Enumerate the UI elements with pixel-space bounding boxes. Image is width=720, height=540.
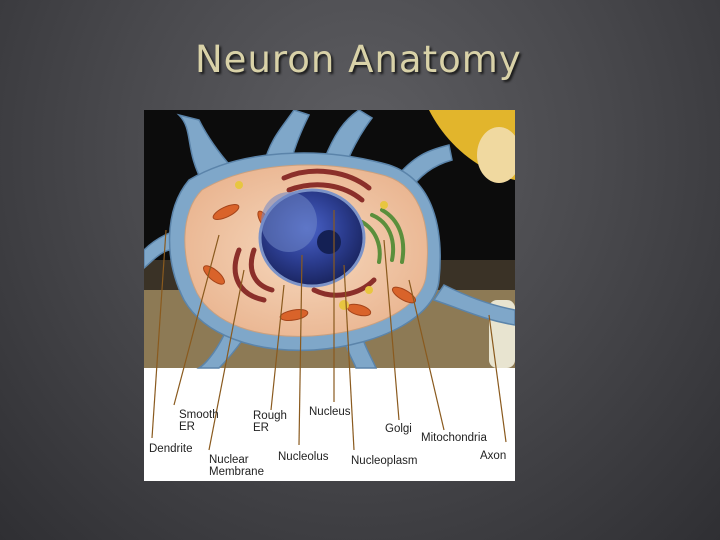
slide-title: Neuron Anatomy (195, 38, 522, 81)
label-mitochondria: Mitochondria (421, 432, 487, 444)
golgi-apparatus (360, 208, 406, 264)
nuclear-membrane-cutaway (261, 192, 317, 252)
label-rough-er: Rough ER (253, 410, 287, 434)
label-axon: Axon (480, 450, 507, 462)
label-golgi: Golgi (385, 423, 412, 435)
label-nucleus: Nucleus (309, 406, 351, 418)
background-object-slice (477, 127, 515, 183)
nucleolus (317, 230, 341, 254)
label-dendrite: Dendrite (149, 443, 193, 455)
leader-lines (151, 210, 507, 451)
vesicles (235, 181, 388, 310)
label-smooth-er: Smooth ER (179, 409, 219, 433)
label-nucleoplasm: Nucleoplasm (351, 455, 418, 467)
label-nucleolus: Nucleolus (278, 451, 329, 463)
label-nuclear-membrane: Nuclear Membrane (209, 454, 264, 478)
label-panel (144, 368, 515, 481)
rough-er (232, 168, 377, 303)
neuron-diagram: Smooth ER Rough ER Nucleus Golgi Mitocho… (144, 110, 515, 481)
neuron-model-illustration (144, 110, 515, 481)
